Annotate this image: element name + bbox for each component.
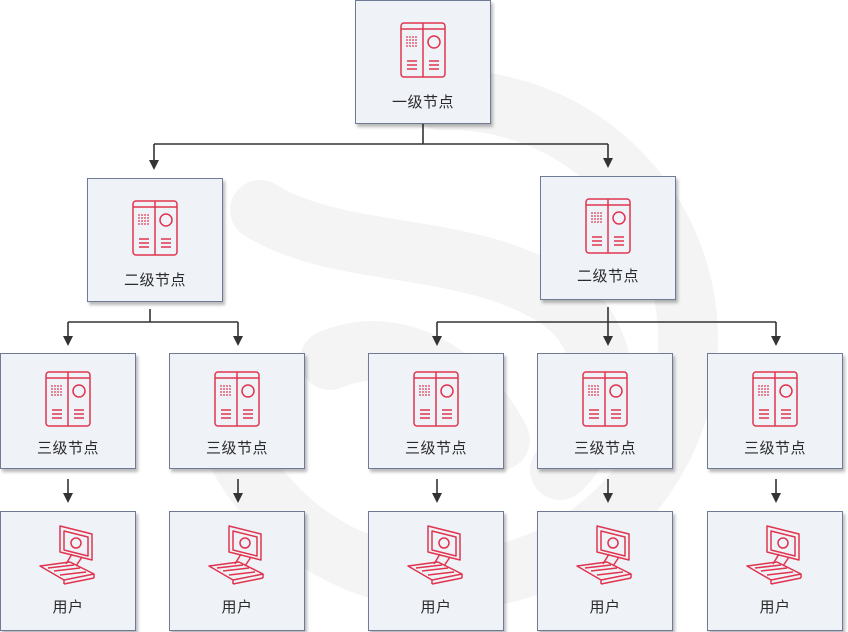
- node-user-5[interactable]: 用户: [707, 511, 843, 631]
- computer-icon: [407, 525, 463, 585]
- server-icon: [45, 371, 91, 427]
- node-level3-4[interactable]: 三级节点: [537, 353, 673, 469]
- node-label: 用户: [420, 598, 452, 616]
- node-label: 三级节点: [36, 439, 99, 457]
- node-label: 二级节点: [576, 267, 639, 285]
- node-level3-3[interactable]: 三级节点: [368, 353, 504, 469]
- server-icon: [582, 371, 628, 427]
- computer-icon: [746, 525, 802, 585]
- node-label: 三级节点: [573, 439, 636, 457]
- node-level3-2[interactable]: 三级节点: [169, 353, 305, 469]
- server-icon: [214, 371, 260, 427]
- server-icon: [413, 371, 459, 427]
- node-label: 用户: [52, 598, 84, 616]
- server-icon: [752, 371, 798, 427]
- node-user-1[interactable]: 用户: [0, 511, 136, 631]
- node-level2-left[interactable]: 二级节点: [87, 178, 223, 302]
- node-level1[interactable]: 一级节点: [355, 0, 491, 124]
- server-icon: [132, 200, 178, 256]
- node-user-4[interactable]: 用户: [537, 511, 673, 631]
- server-icon: [400, 22, 446, 78]
- node-label: 三级节点: [404, 439, 467, 457]
- computer-icon: [576, 525, 632, 585]
- node-level3-1[interactable]: 三级节点: [0, 353, 136, 469]
- node-level3-5[interactable]: 三级节点: [707, 353, 843, 469]
- node-level2-right[interactable]: 二级节点: [540, 176, 676, 300]
- node-label: 用户: [221, 598, 253, 616]
- node-label: 一级节点: [391, 93, 454, 111]
- node-user-2[interactable]: 用户: [169, 511, 305, 631]
- computer-icon: [208, 525, 264, 585]
- server-icon: [585, 198, 631, 254]
- node-label: 用户: [759, 598, 791, 616]
- node-user-3[interactable]: 用户: [368, 511, 504, 631]
- node-label: 三级节点: [743, 439, 806, 457]
- node-label: 二级节点: [123, 271, 186, 289]
- node-label: 三级节点: [205, 439, 268, 457]
- computer-icon: [39, 525, 95, 585]
- node-label: 用户: [589, 598, 621, 616]
